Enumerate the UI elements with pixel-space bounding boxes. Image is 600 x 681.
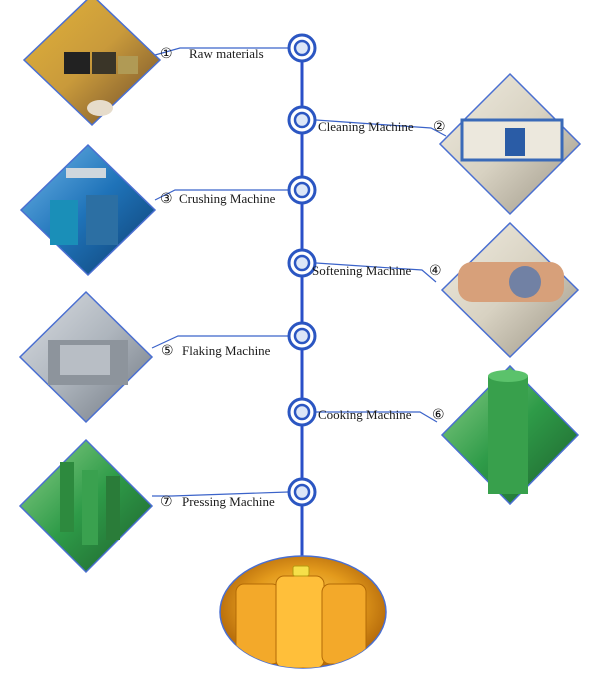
step-number-5: ⑤ [161,343,174,359]
step-number-1: ① [160,46,173,62]
step-number-4: ④ [429,263,442,279]
step-label-crushing-machine: Crushing Machine [179,191,276,206]
step-label-cleaning-machine: Cleaning Machine [318,119,414,134]
cleaning-machine-photo-icon [438,72,582,216]
softening-machine-photo-icon [440,221,580,359]
step-number-3: ③ [160,191,173,207]
step-number-6: ⑥ [432,407,445,423]
step-label-pressing-machine: Pressing Machine [182,494,275,509]
crushing-machine-photo-icon [19,143,157,277]
oil-bottles-photo-icon [219,555,387,669]
node-1 [287,33,317,63]
node-7 [287,477,317,507]
step-label-flaking-machine: Flaking Machine [182,343,271,358]
step-label-softening-machine: Softening Machine [312,263,412,278]
node-3 [287,175,317,205]
raw-materials-photo-icon [22,0,162,127]
node-5 [287,321,317,351]
node-4 [287,248,317,278]
step-label-cooking-machine: Cooking Machine [318,407,412,422]
node-2 [287,105,317,135]
step-number-7: ⑦ [160,494,173,510]
step-label-raw-materials: Raw materials [189,46,264,61]
timeline-nodes [287,33,317,507]
pressing-machine-photo-icon [18,438,154,574]
cooking-machine-photo-icon [440,364,580,506]
connector-lines [151,47,447,497]
step-number-2: ② [433,119,446,135]
node-6 [287,397,317,427]
flaking-machine-photo-icon [18,290,154,424]
